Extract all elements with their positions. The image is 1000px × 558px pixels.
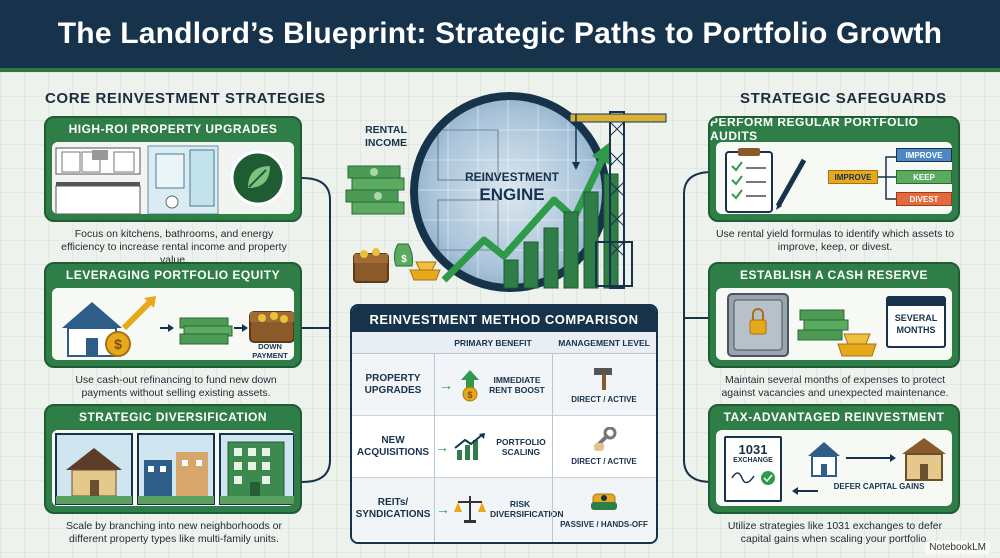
card-title: LEVERAGING PORTFOLIO EQUITY (65, 268, 281, 282)
notebooklm-logo: NotebookLM (925, 541, 990, 554)
page-title: The Landlord’s Blueprint: Strategic Path… (57, 17, 943, 50)
crane-icon (570, 111, 667, 289)
tag-improve-2: IMPROVE (896, 148, 952, 162)
card-diversification: STRATEGIC DIVERSIFICATION (44, 404, 302, 514)
svg-text:$: $ (114, 336, 122, 352)
kitchen-icon (52, 142, 294, 214)
card-illustration (52, 430, 294, 506)
col-primary-benefit: PRIMARY BENEFIT (454, 337, 532, 348)
doc-subtitle: EXCHANGE (733, 457, 773, 464)
comparison-header-row: PRIMARY BENEFIT MANAGEMENT LEVEL (352, 332, 656, 354)
engine-line1: REINVESTMENT (464, 170, 559, 184)
house-refinance-icon: $ (52, 288, 294, 360)
card-title: PERFORM REGULAR PORTFOLIO AUDITS (710, 116, 919, 143)
card-caption: Utilize strategies like 1031 exchanges t… (727, 520, 943, 545)
rental-income-label: RENTAL INCOME (365, 124, 407, 149)
house-swap-icon (808, 438, 946, 481)
scaling-chart-icon (454, 432, 485, 460)
down-payment-label: DOWN PAYMENT (252, 342, 288, 360)
comparison-table: REINVESTMENT METHOD COMPARISON PRIMARY B… (350, 304, 658, 544)
cash-stack-icon (345, 165, 405, 215)
table-row: NEW ACQUISITIONS → PORTFOLIO SCALING (352, 416, 656, 478)
level-cell: PASSIVE / HANDS-OFF (560, 519, 648, 529)
benefit-cell: IMMEDIATE RENT BOOST (489, 374, 545, 395)
card-portfolio-equity: LEVERAGING PORTFOLIO EQUITY $ DOWN PAYME… (44, 262, 302, 368)
card-caption: Use cash-out refinancing to fund new dow… (75, 374, 277, 399)
engine-line2: ENGINE (479, 185, 545, 204)
card-title: ESTABLISH A CASH RESERVE (739, 268, 929, 282)
method-cell: NEW ACQUISITIONS (356, 434, 430, 458)
exchange-document: 1031 EXCHANGE (724, 436, 782, 502)
right-arrow-icon: → (439, 376, 453, 393)
svg-text:$: $ (467, 390, 472, 400)
right-arrow-icon: → (436, 501, 450, 517)
tag-divest: DIVEST (896, 192, 952, 206)
card-illustration: $ DOWN PAYMENT (52, 288, 294, 360)
card-portfolio-audits: PERFORM REGULAR PORTFOLIO AUDITS IMPROVE… (708, 116, 960, 222)
card-tax-advantaged: TAX-ADVANTAGED REINVESTMENT 1031 EXCHANG… (708, 404, 960, 514)
card-illustration (52, 142, 294, 214)
tag-keep: KEEP (896, 170, 952, 184)
engine-label: REINVESTMENT ENGINE (447, 168, 577, 204)
title-bar: The Landlord’s Blueprint: Strategic Path… (0, 0, 1000, 72)
left-arrow-icon (792, 487, 818, 495)
left-heading: CORE REINVESTMENT STRATEGIES (45, 90, 326, 107)
defer-label: DEFER CAPITAL GAINS (833, 482, 925, 491)
level-cell: DIRECT / ACTIVE (571, 457, 637, 466)
hammer-icon (594, 368, 612, 390)
column-separator (434, 354, 435, 542)
rent-boost-icon: $ (461, 369, 479, 401)
right-heading: STRATEGIC SAFEGUARDS (740, 90, 947, 107)
col-management-level: MANAGEMENT LEVEL (558, 337, 650, 348)
safe-lock-icon (727, 293, 877, 357)
right-arrow-icon: → (435, 438, 449, 455)
blueprint-grid (418, 100, 602, 284)
svg-text:$: $ (401, 254, 407, 265)
method-cell: REITs/ SYNDICATIONS (355, 497, 431, 520)
card-title: STRATEGIC DIVERSIFICATION (78, 410, 268, 424)
comparison-rows: PROPERTY UPGRADES → $ IMMEDIATE RENT BOO… (352, 354, 656, 540)
armchair-icon (591, 493, 617, 510)
treasure-gold-icon: $ (353, 243, 441, 283)
benefit-cell: RISK DIVERSIFICATION (490, 499, 564, 519)
card-property-upgrades: HIGH-ROI PROPERTY UPGRADES (44, 116, 302, 222)
left-connector (301, 177, 331, 483)
column-separator (552, 354, 553, 542)
method-cell: PROPERTY UPGRADES (364, 372, 422, 396)
calendar-label: SEVERAL MONTHS (894, 313, 938, 335)
card-illustration: IMPROVE IMPROVE KEEP DIVEST (716, 142, 952, 214)
card-caption: Use rental yield formulas to identify wh… (715, 228, 955, 253)
wrench-hand-icon (594, 427, 617, 451)
tag-improve: IMPROVE (828, 170, 878, 184)
card-illustration: 1031 EXCHANGE DEFER CAPITAL GAINS (716, 430, 952, 506)
neighborhoods-icon (52, 430, 294, 506)
level-cell: DIRECT / ACTIVE (571, 395, 637, 404)
clipboard-checklist-icon (725, 148, 807, 213)
card-title: TAX-ADVANTAGED REINVESTMENT (723, 410, 945, 424)
table-row: REITs/ SYNDICATIONS → RISK DIVERSIFICATI… (352, 478, 656, 540)
card-caption: Maintain several months of expenses to p… (721, 374, 949, 399)
card-cash-reserve: ESTABLISH A CASH RESERVE SEVERAL MONTHS (708, 262, 960, 368)
signature-icon (731, 471, 775, 485)
card-title: HIGH-ROI PROPERTY UPGRADES (68, 122, 278, 136)
comparison-title: REINVESTMENT METHOD COMPARISON (352, 306, 656, 332)
doc-title: 1031 (738, 442, 768, 457)
card-caption: Scale by branching into new neighborhood… (66, 520, 282, 545)
scales-icon (454, 496, 486, 523)
benefit-cell: PORTFOLIO SCALING (496, 436, 546, 457)
card-illustration: SEVERAL MONTHS (716, 288, 952, 360)
calendar-icon: SEVERAL MONTHS (886, 296, 946, 348)
table-row: PROPERTY UPGRADES → $ IMMEDIATE RENT BOO… (352, 354, 656, 416)
branch-arrows (878, 156, 896, 200)
card-caption: Focus on kitchens, bathrooms, and energy… (61, 228, 287, 266)
